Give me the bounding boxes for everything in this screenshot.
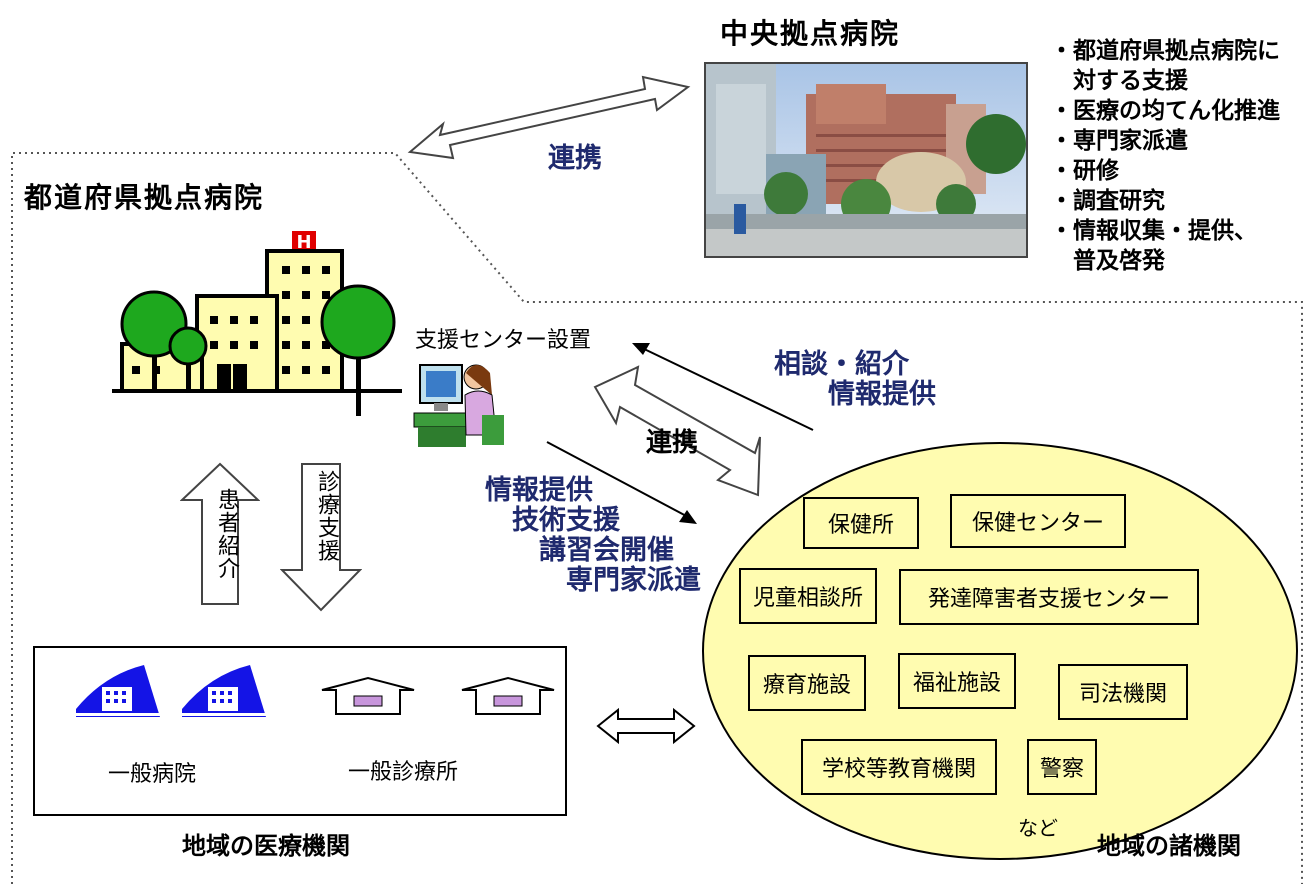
org-box-judicial: 司法機関 bbox=[1058, 664, 1188, 720]
bullet-item: 普及啓発 bbox=[1050, 248, 1165, 274]
org-box-ryoiku: 療育施設 bbox=[748, 655, 866, 711]
support-staff-icon bbox=[413, 364, 504, 447]
provide-line: 情報提供 bbox=[485, 475, 593, 506]
bullet-item: ・都道府県拠点病院に bbox=[1050, 38, 1280, 64]
central-hospital-photo bbox=[704, 62, 1028, 258]
provide-label: 情報提供 技術支援 講習会開催 専門家派遣 bbox=[485, 476, 701, 596]
org-box-child-consultation: 児童相談所 bbox=[739, 568, 877, 624]
svg-text:H: H bbox=[296, 232, 311, 253]
general-hospital-label: 一般病院 bbox=[108, 762, 197, 787]
general-clinic-icon bbox=[321, 676, 415, 715]
general-hospital-icon bbox=[76, 665, 162, 717]
bullet-item: ・情報収集・提供、 bbox=[1050, 218, 1257, 244]
org-box-hoken-center: 保健センター bbox=[950, 494, 1126, 548]
provide-line: 講習会開催 bbox=[485, 535, 674, 566]
medical-support-label: 診療支援 bbox=[314, 470, 339, 562]
patient-referral-label: 患者紹介 bbox=[214, 488, 239, 580]
local-medical-caption: 地域の医療機関 bbox=[182, 832, 350, 860]
top-renkei-label: 連携 bbox=[548, 143, 602, 174]
local-medical-box bbox=[33, 646, 567, 816]
top-double-arrow bbox=[407, 75, 691, 160]
etc-label: など bbox=[1018, 816, 1058, 840]
central-hospital-bullets: ・都道府県拠点病院に 対する支援 ・医療の均てん化推進 ・専門家派遣 ・研修 ・… bbox=[1050, 36, 1280, 276]
up-arrow bbox=[180, 462, 260, 605]
org-box-welfare: 福祉施設 bbox=[898, 653, 1016, 709]
bullet-item: ・専門家派遣 bbox=[1050, 128, 1188, 154]
bullet-item: ・医療の均てん化推進 bbox=[1050, 98, 1280, 124]
general-clinic-label: 一般診療所 bbox=[348, 760, 459, 785]
consult-line: 情報提供 bbox=[774, 379, 936, 410]
consult-label: 相談・紹介 情報提供 bbox=[774, 350, 936, 410]
provide-line: 技術支援 bbox=[485, 505, 620, 536]
general-clinic-icon bbox=[461, 676, 555, 715]
provide-line: 専門家派遣 bbox=[485, 565, 701, 596]
horizontal-double-arrow bbox=[596, 707, 696, 745]
mid-renkei-label: 連携 bbox=[646, 428, 699, 458]
provide-arrow bbox=[546, 441, 697, 524]
bullet-item: 対する支援 bbox=[1050, 68, 1188, 94]
org-box-developmental-support: 発達障害者支援センター bbox=[899, 569, 1199, 625]
org-box-hokenjo: 保健所 bbox=[803, 497, 919, 549]
bullet-item: ・調査研究 bbox=[1050, 188, 1165, 214]
regional-orgs-caption: 地域の諸機関 bbox=[1097, 832, 1241, 860]
prefectural-hospital-title: 都道府県拠点病院 bbox=[24, 181, 265, 214]
central-hospital-title: 中央拠点病院 bbox=[720, 17, 901, 50]
org-box-school: 学校等教育機関 bbox=[801, 739, 997, 795]
mid-double-arrow bbox=[593, 365, 761, 497]
org-box-police: 警察 bbox=[1027, 739, 1097, 795]
general-hospital-icon bbox=[182, 665, 268, 717]
bullet-item: ・研修 bbox=[1050, 158, 1119, 184]
support-center-label: 支援センター設置 bbox=[415, 328, 592, 353]
down-arrow bbox=[280, 463, 362, 612]
hospital-building-icon: H bbox=[112, 231, 402, 416]
consult-line: 相談・紹介 bbox=[774, 349, 909, 380]
consult-arrow bbox=[632, 343, 814, 431]
